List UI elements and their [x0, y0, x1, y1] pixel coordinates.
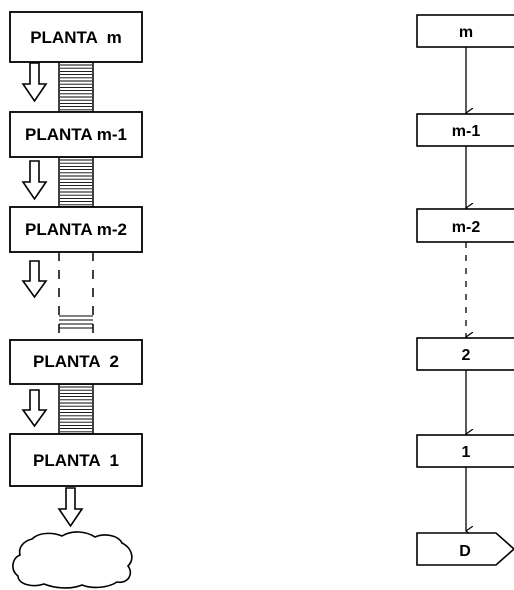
node-label: m: [459, 24, 473, 41]
ladder-segment-gap: [58, 252, 94, 340]
floor-label: PLANTA m-2: [25, 220, 127, 239]
ladder-segment-2: [58, 156, 94, 208]
ladder-segment-3: [58, 383, 94, 435]
hollow-arrow-down-icon: [21, 62, 48, 103]
floor-box-m: PLANTA m: [9, 11, 143, 63]
floor-box-m-1: PLANTA m-1: [9, 111, 143, 158]
ladder-segment-1: [58, 61, 94, 113]
hollow-arrow-down-icon: [21, 160, 48, 201]
flow-node-m: m: [416, 14, 514, 48]
flow-node-m-2: m-2: [416, 208, 514, 243]
floor-label: PLANTA 2: [33, 352, 119, 371]
node-label: 2: [462, 347, 471, 364]
cloud-shape: [12, 531, 133, 589]
floor-label: PLANTA m-1: [25, 125, 127, 144]
floor-label: PLANTA m: [30, 28, 122, 47]
node-label: m-2: [452, 219, 481, 236]
floor-box-1: PLANTA 1: [9, 433, 143, 487]
left-panel: PLANTA m PLANTA m-1 PLANTA m-2 PLANTA 2 …: [9, 11, 143, 589]
right-panel: m m-1 m-2 2 1 D: [416, 14, 514, 566]
flow-node-1: 1: [416, 434, 514, 468]
floor-box-m-2: PLANTA m-2: [9, 206, 143, 253]
hollow-arrow-down-icon: [21, 389, 48, 428]
flow-node-2: 2: [416, 337, 514, 371]
floor-box-2: PLANTA 2: [9, 339, 143, 385]
flow-node-m-1: m-1: [416, 113, 514, 147]
floor-label: PLANTA 1: [33, 451, 119, 470]
hollow-arrow-down-icon: [21, 260, 48, 299]
hollow-arrow-down-icon: [57, 487, 84, 528]
terminal-label: D: [459, 543, 471, 560]
node-label: m-1: [452, 123, 481, 140]
terminal-node-d: D: [416, 532, 514, 566]
node-label: 1: [462, 444, 471, 461]
